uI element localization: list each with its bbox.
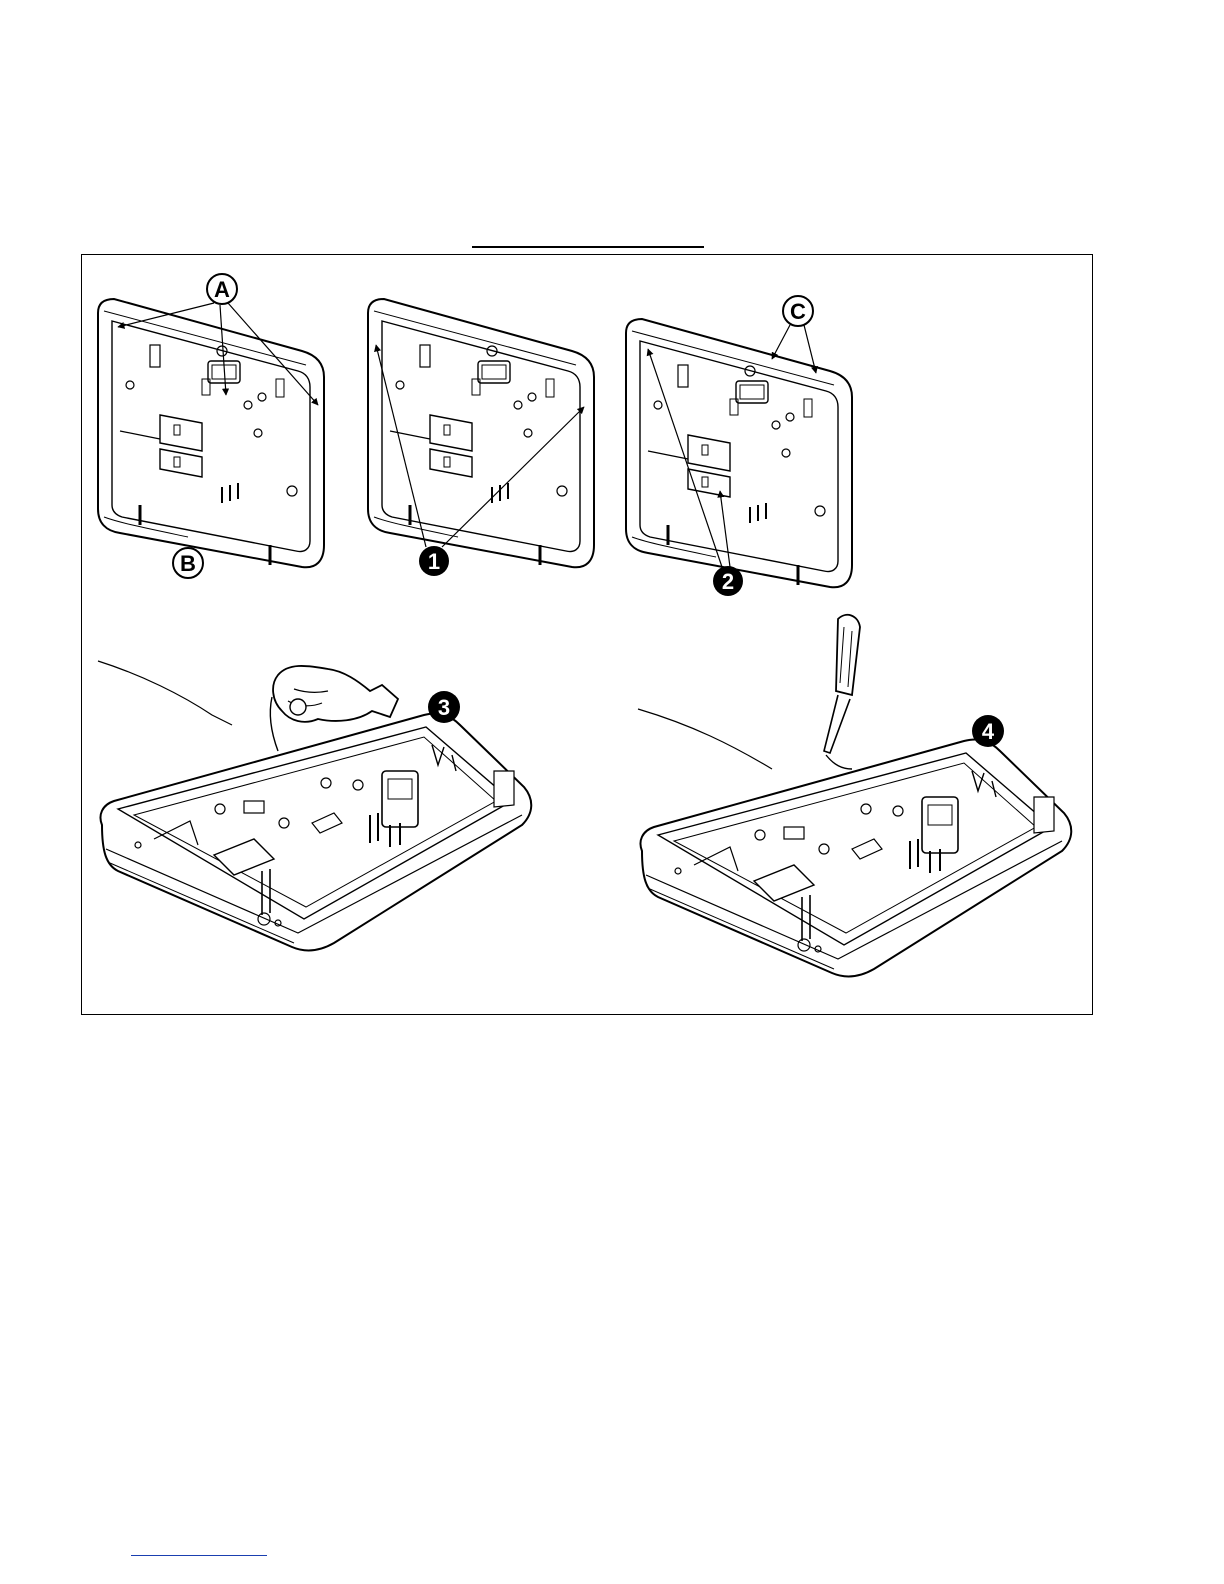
backplate-view-1	[368, 299, 594, 567]
callout-2-label: 2	[722, 569, 734, 594]
callout-2: 2	[713, 566, 743, 596]
callout-1: 1	[419, 546, 449, 576]
callout-1-label: 1	[428, 549, 440, 574]
callout-a: A	[207, 274, 237, 304]
callout-4-label: 4	[982, 719, 995, 744]
tray-view-4	[641, 739, 1072, 976]
screwdriver-illustration	[824, 615, 860, 769]
title-underline	[472, 246, 704, 248]
backplate-view-c	[626, 319, 852, 587]
callout-b-label: B	[180, 551, 196, 576]
tray-view-3	[101, 713, 532, 950]
callout-c-label: C	[790, 299, 806, 324]
callout-3: 3	[428, 691, 460, 723]
callout-a-label: A	[214, 277, 230, 302]
callout-4: 4	[972, 715, 1004, 747]
callout-b: B	[173, 548, 203, 578]
callout-c: C	[783, 296, 813, 326]
backplate-view-a	[98, 299, 324, 567]
callout-3-label: 3	[438, 695, 450, 720]
installation-figure: A B 1 C 2 3	[81, 254, 1093, 1015]
footer-link-underline[interactable]	[131, 1555, 267, 1556]
